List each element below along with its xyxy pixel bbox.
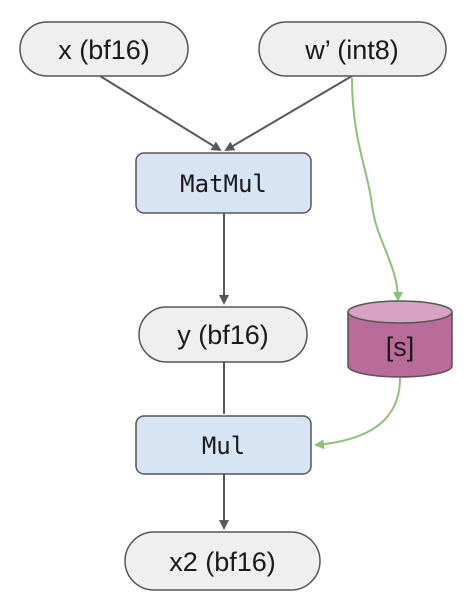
node-w-label: w’ (int8) [304,35,399,65]
node-mul-label: Mul [202,432,245,460]
node-w: w’ (int8) [258,21,447,77]
node-scale-label: [s] [386,332,415,362]
node-mul: Mul [135,415,312,475]
node-x2: x2 (bf16) [124,531,321,591]
node-matmul: MatMul [135,152,312,214]
node-y-label: y (bf16) [177,320,269,350]
node-matmul-label: MatMul [180,170,267,198]
edge-scale-to-mul [314,377,401,450]
node-x2-label: x2 (bf16) [169,547,276,577]
node-x: x (bf16) [19,21,189,77]
edge-w-to-matmul [224,75,353,152]
node-x-label: x (bf16) [58,35,150,65]
node-y: y (bf16) [138,306,308,363]
node-scale-storage: [s] [347,300,453,378]
edge-x-to-matmul [99,75,222,152]
edge-w-to-scale [351,77,403,302]
